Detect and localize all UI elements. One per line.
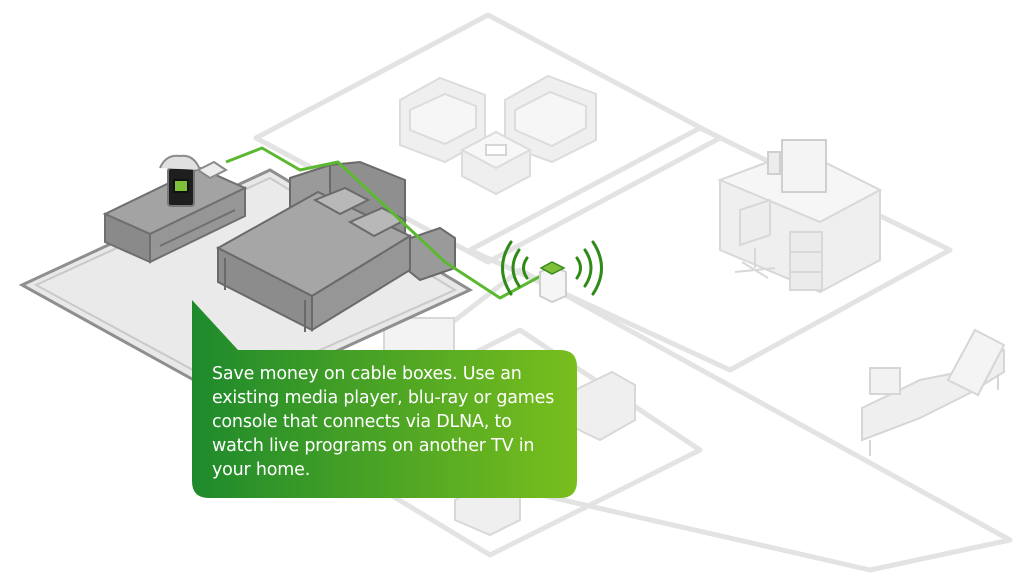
lounge-chair [861,328,1006,456]
network-cable [225,146,549,300]
media-cabinet [102,154,248,264]
router-icon [539,261,567,304]
callout-text: Save money on cable boxes. Use an existi… [212,364,555,480]
living-room-furniture [399,74,597,196]
wifi-signal-icon [501,240,603,296]
office-furniture [717,139,883,294]
office-chair [734,198,776,279]
computer-monitor-icon [781,139,827,193]
bed [215,160,456,332]
callout-bubble [192,300,577,498]
